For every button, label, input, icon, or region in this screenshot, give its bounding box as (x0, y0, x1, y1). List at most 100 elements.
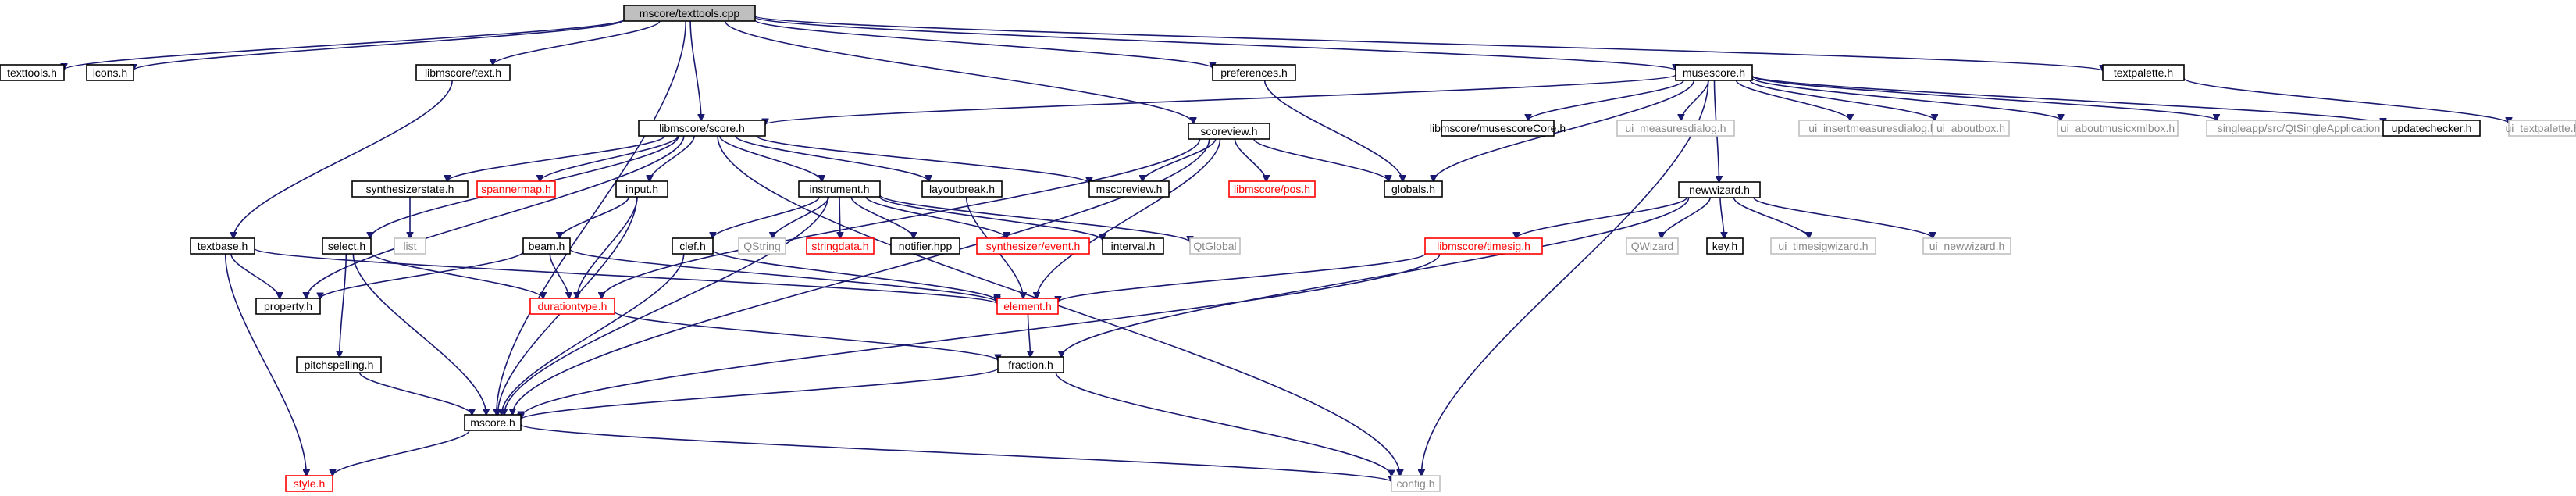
node-icons[interactable]: icons.h (86, 64, 134, 81)
node-clef[interactable]: clef.h (672, 237, 714, 255)
node-qstring[interactable]: QString (738, 237, 786, 255)
node-mscore-box[interactable] (464, 414, 522, 431)
node-mscore-label: mscore.h (470, 416, 515, 429)
node-durationtype[interactable]: durationtype.h (529, 298, 615, 315)
node-globals-box[interactable] (1384, 180, 1443, 198)
node-ui_aboutmusicxmlbox-box[interactable] (2057, 120, 2179, 137)
node-spannermap-box[interactable] (476, 180, 556, 198)
node-input[interactable]: input.h (615, 180, 668, 198)
node-ui_aboutmusicxmlbox[interactable]: ui_aboutmusicxmlbox.h (2057, 120, 2179, 137)
node-updatechecker[interactable]: updatechecker.h (2382, 120, 2481, 137)
node-style-box[interactable] (285, 475, 333, 492)
node-select-box[interactable] (322, 237, 372, 255)
node-textbase[interactable]: textbase.h (190, 237, 255, 255)
node-newwizard-box[interactable] (1678, 181, 1761, 198)
node-ui_textpalette[interactable]: ui_textpalette.h (2506, 120, 2576, 137)
node-layoutbreak[interactable]: layoutbreak.h (921, 180, 1003, 198)
node-ui_newwizard[interactable]: ui_newwizard.h (1922, 237, 2011, 255)
node-fraction[interactable]: fraction.h (997, 356, 1064, 373)
node-key-box[interactable] (1706, 237, 1744, 255)
node-interval[interactable]: interval.h (1102, 237, 1164, 255)
node-musescorecore-box[interactable] (1441, 120, 1555, 137)
node-property[interactable]: property.h (255, 298, 321, 315)
node-spannermap[interactable]: spannermap.h (476, 180, 556, 198)
node-key[interactable]: key.h (1706, 237, 1744, 255)
node-qwizard[interactable]: QWizard (1626, 237, 1679, 255)
node-mscoreview[interactable]: mscoreview.h (1088, 180, 1170, 198)
node-newwizard[interactable]: newwizard.h (1678, 181, 1761, 198)
node-durationtype-box[interactable] (529, 298, 615, 315)
node-interval-box[interactable] (1102, 237, 1164, 255)
node-ui_aboutbox-box[interactable] (1932, 120, 2010, 137)
node-libpos[interactable]: libmscore/pos.h (1228, 180, 1316, 198)
node-pitchspelling[interactable]: pitchspelling.h (296, 356, 382, 373)
node-ui_measuresdialog-box[interactable] (1616, 120, 1735, 137)
node-musescore[interactable]: musescore.h (1675, 64, 1753, 81)
node-list[interactable]: list (394, 237, 426, 255)
node-notifier[interactable]: notifier.hpp (890, 237, 960, 255)
node-notifier-box[interactable] (890, 237, 960, 255)
node-pitchspelling-box[interactable] (296, 356, 382, 373)
node-textbase-box[interactable] (190, 237, 255, 255)
node-scoreview[interactable]: scoreview.h (1188, 123, 1270, 140)
node-textpalette-box[interactable] (2102, 64, 2185, 81)
node-select[interactable]: select.h (322, 237, 372, 255)
node-mscoreview-box[interactable] (1088, 180, 1170, 198)
node-config-box[interactable] (1391, 475, 1441, 492)
node-texttools-box[interactable] (0, 64, 65, 81)
node-preferences[interactable]: preferences.h (1212, 64, 1296, 81)
node-libtimesig-box[interactable] (1424, 237, 1543, 255)
node-qtglobal-box[interactable] (1189, 237, 1241, 255)
node-icons-box[interactable] (86, 64, 134, 81)
node-libpos-box[interactable] (1228, 180, 1316, 198)
node-list-box[interactable] (394, 237, 426, 255)
node-ui_aboutbox[interactable]: ui_aboutbox.h (1932, 120, 2010, 137)
node-mscore[interactable]: mscore.h (464, 414, 522, 431)
node-config[interactable]: config.h (1391, 475, 1441, 492)
node-synthesizerstate-box[interactable] (351, 180, 469, 198)
node-synthesizerstate[interactable]: synthesizerstate.h (351, 180, 469, 198)
node-scoreview-box[interactable] (1188, 123, 1270, 140)
node-ui_textpalette-box[interactable] (2508, 120, 2576, 137)
node-style[interactable]: style.h (285, 475, 333, 492)
node-root-box[interactable] (623, 5, 756, 22)
node-beam-box[interactable] (522, 237, 571, 255)
node-texttools[interactable]: texttools.h (0, 64, 65, 81)
node-ui_timesigwizard[interactable]: ui_timesigwizard.h (1770, 237, 1876, 255)
node-qstring-box[interactable] (738, 237, 786, 255)
node-instrument-box[interactable] (798, 180, 881, 198)
node-libscore-box[interactable] (638, 120, 766, 137)
node-property-box[interactable] (255, 298, 321, 315)
node-element-box[interactable] (996, 298, 1059, 315)
node-globals[interactable]: globals.h (1384, 180, 1443, 198)
node-libtext-box[interactable] (415, 64, 511, 81)
node-instrument[interactable]: instrument.h (798, 180, 881, 198)
node-musescorecore[interactable]: libmscore/musescoreCore.h (1430, 120, 1566, 137)
node-updatechecker-box[interactable] (2382, 120, 2481, 137)
node-libscore[interactable]: libmscore/score.h (638, 120, 766, 137)
node-preferences-box[interactable] (1212, 64, 1296, 81)
node-synthesizerevent[interactable]: synthesizer/event.h (976, 237, 1090, 255)
node-beam[interactable]: beam.h (522, 237, 571, 255)
node-root[interactable]: mscore/texttools.cpp (623, 5, 756, 22)
node-layoutbreak-box[interactable] (921, 180, 1003, 198)
node-synthesizerevent-box[interactable] (976, 237, 1090, 255)
node-input-box[interactable] (615, 180, 668, 198)
node-singleapp[interactable]: singleapp/src/QtSingleApplication (2206, 120, 2392, 137)
node-textpalette[interactable]: textpalette.h (2102, 64, 2185, 81)
node-clef-box[interactable] (672, 237, 714, 255)
node-fraction-box[interactable] (997, 356, 1064, 373)
edge-element-to-fraction (1028, 313, 1031, 357)
node-libtimesig[interactable]: libmscore/timesig.h (1424, 237, 1543, 255)
node-ui_insertmeasuresdialog[interactable]: ui_insertmeasuresdialog.h (1798, 120, 1947, 137)
node-element[interactable]: element.h (996, 298, 1059, 315)
node-qtglobal[interactable]: QtGlobal (1189, 237, 1241, 255)
node-libtext[interactable]: libmscore/text.h (415, 64, 511, 81)
node-ui_measuresdialog[interactable]: ui_measuresdialog.h (1616, 120, 1735, 137)
node-stringdata[interactable]: stringdata.h (806, 237, 875, 255)
node-musescore-box[interactable] (1675, 64, 1753, 81)
node-ui_timesigwizard-box[interactable] (1770, 237, 1876, 255)
node-qwizard-box[interactable] (1626, 237, 1679, 255)
node-stringdata-box[interactable] (806, 237, 875, 255)
node-ui_newwizard-box[interactable] (1922, 237, 2011, 255)
